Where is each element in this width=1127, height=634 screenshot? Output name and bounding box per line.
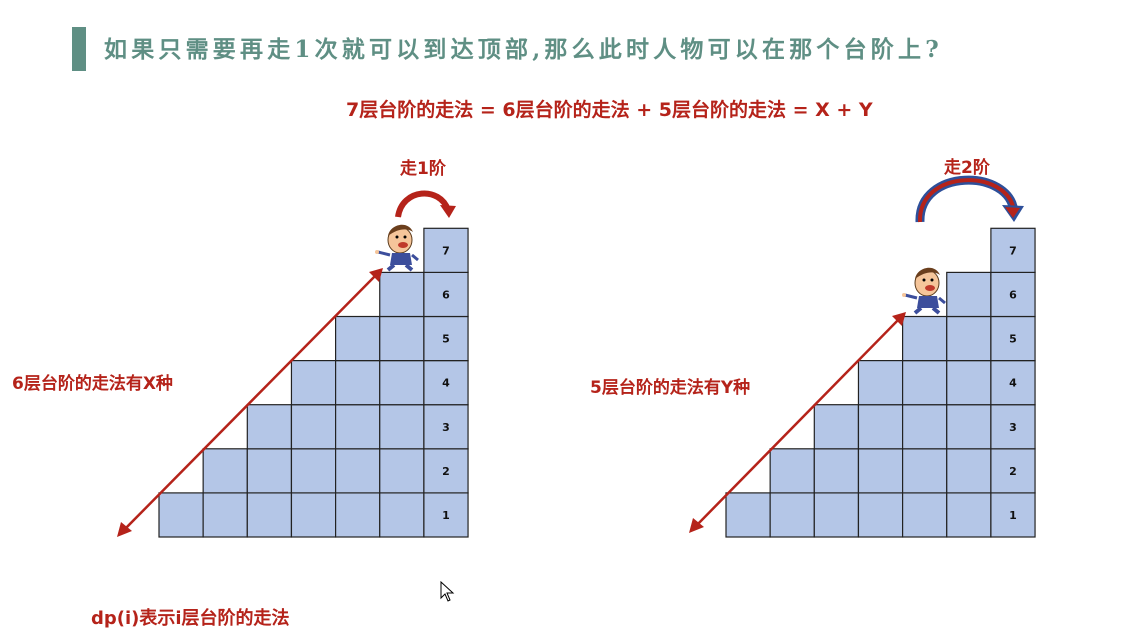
stair-cell (379, 492, 425, 538)
stair-cell (990, 360, 1036, 406)
stair-cell (246, 492, 293, 538)
stair-cell (423, 404, 469, 450)
stair-cell (813, 448, 860, 494)
stair-cell (379, 315, 425, 362)
step-number: 4 (1009, 377, 1017, 390)
step-number: 7 (442, 244, 450, 257)
step-number: 5 (442, 333, 450, 346)
step-number: 5 (1009, 333, 1017, 346)
stair-cell (813, 492, 860, 538)
step-number: 6 (1009, 288, 1017, 301)
curved-arrow-icon-step2 (915, 175, 1024, 223)
stair-cell (246, 404, 293, 450)
stair-cell (290, 448, 337, 494)
stair-cell (769, 492, 815, 538)
stair-cell (423, 271, 469, 318)
stair-cell (946, 360, 992, 406)
stair-cell (379, 271, 425, 318)
page-title: 如果只需要再走1次就可以到达顶部,那么此时人物可以在那个台阶上? (104, 36, 943, 63)
stair-cell (946, 492, 992, 538)
stair-cell (901, 360, 948, 406)
left-ways-label: 6层台阶的走法有X种 (12, 374, 173, 394)
stair-cell (423, 492, 469, 538)
step-number: 7 (1009, 244, 1017, 257)
step-number: 1 (1009, 509, 1017, 522)
right-diagonal-arrow-icon (689, 312, 906, 533)
stair-cell (379, 404, 425, 450)
stair-cell (813, 404, 860, 450)
left-step-label: 走1阶 (400, 159, 446, 179)
left-diagonal-arrow-icon (117, 268, 383, 537)
right-staircase: 1 2 3 4 5 6 7 (725, 227, 1036, 538)
stair-cell (335, 448, 381, 494)
title-accent-bar (72, 27, 86, 71)
stair-cell (857, 360, 904, 406)
stair-cell (990, 492, 1036, 538)
stair-cell (290, 360, 337, 406)
stair-cell (990, 315, 1036, 362)
stair-cell (202, 448, 248, 494)
stair-cell (335, 404, 381, 450)
stair-cell (990, 448, 1036, 494)
stair-cell (901, 492, 948, 538)
stair-cell (202, 492, 248, 538)
stair-cell (423, 315, 469, 362)
stair-cell (946, 404, 992, 450)
stair-cell (725, 492, 771, 538)
step-number: 2 (1009, 465, 1017, 478)
stair-cell (335, 492, 381, 538)
stair-cell (379, 360, 425, 406)
person-icon (375, 224, 419, 272)
stair-cell (335, 315, 381, 362)
step-number: 1 (442, 509, 450, 522)
stair-cell (335, 360, 381, 406)
stair-cell (901, 404, 948, 450)
step-number: 6 (442, 288, 450, 301)
stair-cell (290, 492, 337, 538)
person-icon (902, 267, 946, 315)
stair-cell (946, 448, 992, 494)
stair-cell (423, 227, 469, 274)
stair-cell (290, 404, 337, 450)
stair-cell (857, 404, 904, 450)
stair-cell (857, 448, 904, 494)
stair-cell (901, 448, 948, 494)
dp-definition: dp(i)表示i层台阶的走法 (91, 608, 290, 629)
stair-cell (246, 448, 293, 494)
stair-cell (769, 448, 815, 494)
stair-cell (158, 492, 204, 538)
right-ways-label: 5层台阶的走法有Y种 (590, 378, 751, 398)
step-number: 2 (442, 465, 450, 478)
step-number: 3 (1009, 421, 1017, 434)
stair-cell (423, 360, 469, 406)
stair-cell (946, 271, 992, 318)
stair-cell (901, 315, 948, 362)
stair-cell (857, 492, 904, 538)
stair-cell (946, 315, 992, 362)
cursor-icon (440, 581, 455, 602)
right-step-label: 走2阶 (944, 158, 990, 178)
stair-cell (990, 227, 1036, 274)
step-number: 4 (442, 377, 450, 390)
stair-cell (990, 271, 1036, 318)
recurrence-formula: 7层台阶的走法 = 6层台阶的走法 + 5层台阶的走法 = X + Y (346, 99, 873, 121)
step-number: 3 (442, 421, 450, 434)
left-staircase: 1 2 3 4 5 6 7 (158, 227, 469, 538)
stair-cell (379, 448, 425, 494)
curved-arrow-icon-step1 (395, 190, 456, 218)
